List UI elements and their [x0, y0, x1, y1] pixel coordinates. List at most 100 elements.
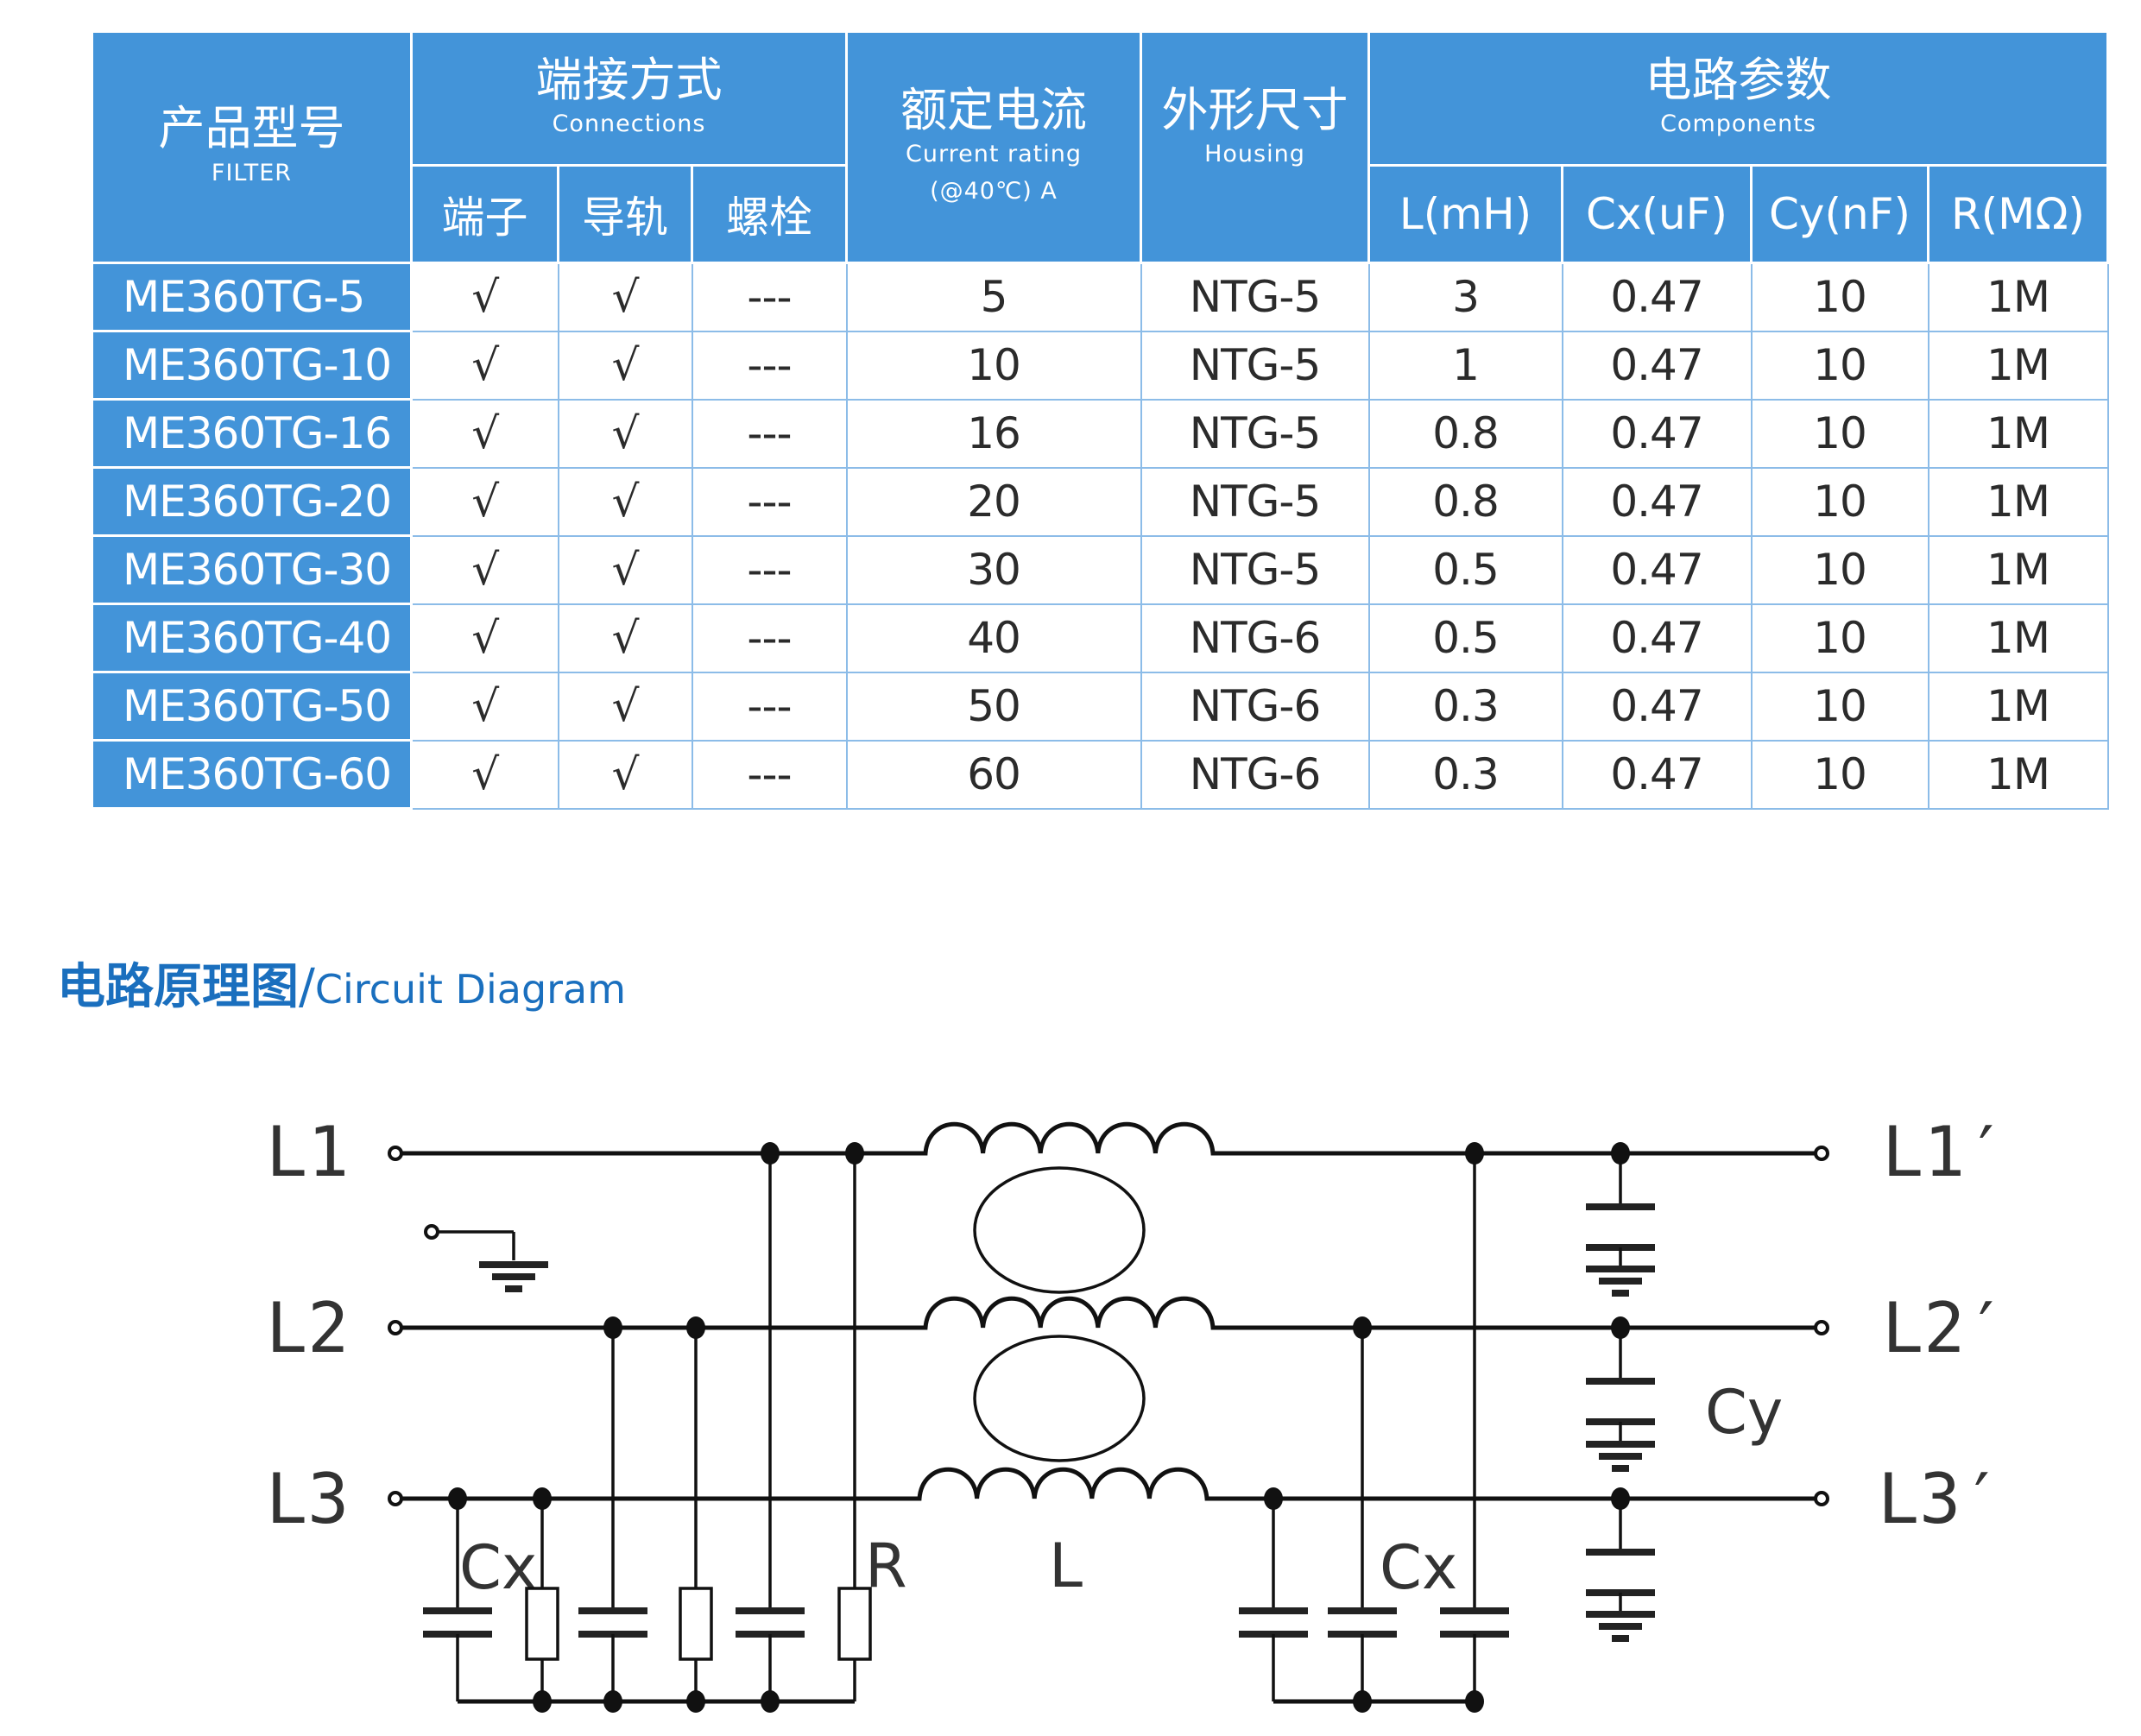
header-model-cn: 产品型号	[158, 101, 345, 156]
model-cell: ME360TG-40	[91, 603, 413, 673]
header-current: 额定电流 Current rating (@40℃) A	[845, 30, 1142, 264]
current-cell: 50	[845, 671, 1142, 742]
cy-cell: 10	[1750, 466, 1929, 537]
input-label-l3: L3	[266, 1459, 349, 1539]
current-cell: 10	[845, 330, 1142, 401]
resistance-cell: 1M	[1927, 330, 2109, 401]
resistance-cell: 1M	[1927, 739, 2109, 810]
terminal	[1814, 1491, 1829, 1506]
current-cell: 5	[845, 262, 1142, 332]
inductance-cell: 0.3	[1367, 739, 1563, 810]
inductor-coil	[900, 1121, 1239, 1156]
inductance-cell: 0.5	[1367, 603, 1563, 673]
label-r: R	[865, 1531, 907, 1601]
header-cy: Cy(nF)	[1750, 164, 1929, 264]
resistance-cell: 1M	[1927, 262, 2109, 332]
rail-cell: √	[557, 603, 693, 673]
junction-dot	[1611, 1316, 1630, 1339]
header-housing-en: Housing	[1204, 141, 1305, 167]
junction-dot	[1611, 1142, 1630, 1165]
cy-cell: 10	[1750, 671, 1929, 742]
inductance-cell: 0.8	[1367, 466, 1563, 537]
output-label-l3: L3′	[1878, 1459, 2003, 1539]
cx-cell: 0.47	[1561, 330, 1753, 401]
junction-dot	[686, 1690, 705, 1713]
resistance-cell: 1M	[1927, 466, 2109, 537]
junction-dot	[1611, 1487, 1630, 1510]
header-current-unit: (@40℃) A	[930, 178, 1058, 205]
housing-cell: NTG-6	[1140, 671, 1370, 742]
current-cell: 60	[845, 739, 1142, 810]
cy-cell: 10	[1750, 330, 1929, 401]
terminal-cell: √	[410, 534, 559, 605]
junction-dot	[533, 1487, 552, 1510]
housing-cell: NTG-5	[1140, 330, 1370, 401]
cx-cell: 0.47	[1561, 671, 1753, 742]
header-model-en: FILTER	[211, 159, 293, 186]
header-components: 电路参数 Components	[1367, 30, 2109, 167]
resistance-cell: 1M	[1927, 398, 2109, 469]
rail-cell: √	[557, 262, 693, 332]
resistance-cell: 1M	[1927, 603, 2109, 673]
header-housing-cn: 外形尺寸	[1161, 82, 1348, 137]
inductor-coil	[900, 1296, 1239, 1330]
label-cx-left: Cx	[459, 1532, 537, 1603]
section-title-cn: 电路原理图	[57, 959, 299, 1015]
terminal	[1814, 1146, 1829, 1161]
label-l: L	[1049, 1531, 1083, 1601]
cy-cell: 10	[1750, 534, 1929, 605]
current-cell: 16	[845, 398, 1142, 469]
model-cell: ME360TG-5	[91, 262, 413, 332]
section-title: 电路原理图/Circuit Diagram	[57, 948, 626, 1018]
header-model: 产品型号 FILTER	[91, 30, 413, 264]
junction-dot	[845, 1142, 864, 1165]
header-connections-en: Connections	[552, 110, 706, 138]
terminal	[388, 1320, 403, 1335]
terminal-cell: √	[410, 262, 559, 332]
junction-dot	[1353, 1690, 1372, 1713]
cx-cell: 0.47	[1561, 603, 1753, 673]
junction-dot	[1465, 1142, 1484, 1165]
terminal	[1814, 1320, 1829, 1335]
inductance-cell: 0.5	[1367, 534, 1563, 605]
rail-cell: √	[557, 534, 693, 605]
inductance-cell: 1	[1367, 330, 1563, 401]
housing-cell: NTG-6	[1140, 739, 1370, 810]
housing-cell: NTG-5	[1140, 466, 1370, 537]
output-label-l2: L2′	[1882, 1288, 2007, 1368]
inductance-cell: 0.3	[1367, 671, 1563, 742]
circuit-wiring	[388, 1121, 1829, 1713]
junction-dot	[686, 1316, 705, 1339]
resistance-cell: 1M	[1927, 671, 2109, 742]
header-resistance: R(MΩ)	[1927, 164, 2109, 264]
cx-cell: 0.47	[1561, 262, 1753, 332]
inductance-cell: 0.8	[1367, 398, 1563, 469]
header-current-cn: 额定电流	[900, 82, 1087, 137]
header-connections: 端接方式 Connections	[410, 30, 848, 167]
section-title-separator: /	[299, 959, 315, 1015]
header-housing: 外形尺寸 Housing	[1140, 30, 1370, 264]
header-rail: 导轨	[557, 164, 693, 264]
current-cell: 30	[845, 534, 1142, 605]
junction-dot	[761, 1690, 780, 1713]
junction-dot	[1264, 1487, 1283, 1510]
bolt-cell: ---	[691, 262, 848, 332]
terminal-cell: √	[410, 739, 559, 810]
terminal-cell: √	[410, 398, 559, 469]
junction-dot	[1353, 1316, 1372, 1339]
cx-cell: 0.47	[1561, 534, 1753, 605]
terminal	[388, 1491, 403, 1506]
cx-cell: 0.47	[1561, 739, 1753, 810]
section-title-en: Circuit Diagram	[314, 966, 627, 1013]
rail-cell: √	[557, 739, 693, 810]
model-cell: ME360TG-50	[91, 671, 413, 742]
header-bolt: 螺栓	[691, 164, 848, 264]
bolt-cell: ---	[691, 739, 848, 810]
junction-dot	[603, 1316, 622, 1339]
housing-cell: NTG-6	[1140, 603, 1370, 673]
